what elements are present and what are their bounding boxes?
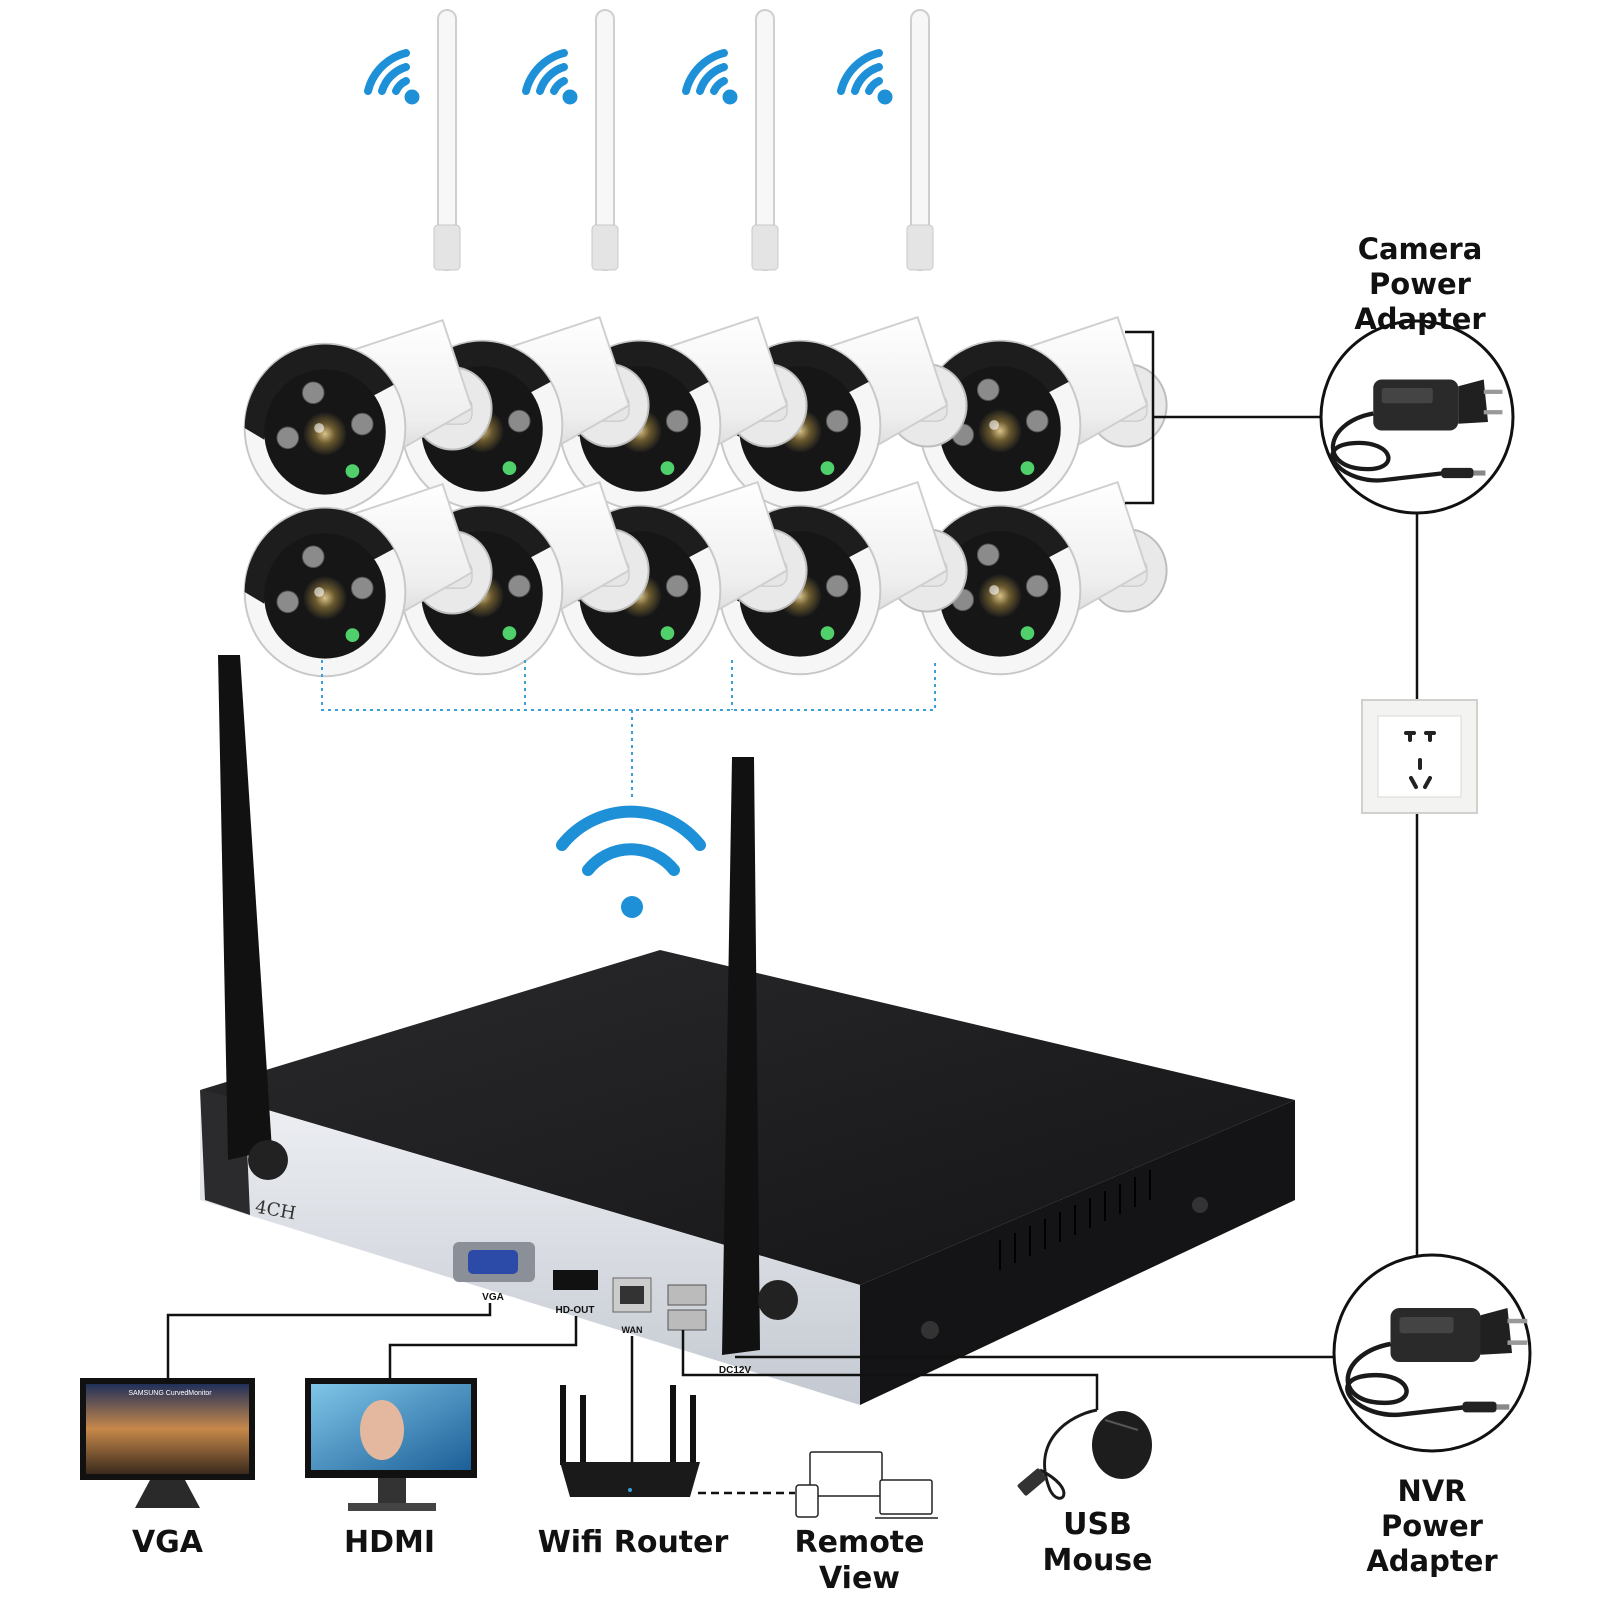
antenna-icon bbox=[722, 757, 798, 1355]
usb-mouse-label: USB Mouse bbox=[1042, 1507, 1153, 1578]
phone-icon bbox=[795, 1484, 819, 1518]
hdmi-port: HD-OUT bbox=[553, 1270, 598, 1316]
camera-power-bracket bbox=[1125, 330, 1322, 505]
laptop-icon bbox=[809, 1451, 883, 1497]
wall-socket-icon bbox=[1361, 699, 1478, 814]
camera-antennas bbox=[433, 9, 934, 271]
usb-ports bbox=[667, 1284, 707, 1331]
remote-view-label: Remote View bbox=[794, 1525, 925, 1596]
vga-monitor: SAMSUNG CurvedMonitor bbox=[80, 1378, 255, 1508]
nvr-power-adapter bbox=[1332, 1253, 1532, 1453]
antenna-icon bbox=[218, 655, 288, 1180]
svg-text:DC12V: DC12V bbox=[719, 1365, 752, 1376]
camera-power-adapter bbox=[1319, 319, 1515, 515]
hdmi-monitor bbox=[305, 1378, 477, 1511]
laptop-icon bbox=[879, 1479, 933, 1515]
camera-array bbox=[243, 9, 1168, 678]
camera-power-adapter-label: Camera Power Adapter bbox=[1354, 232, 1486, 336]
wan-port: WAN bbox=[612, 1277, 652, 1335]
wifi-icon bbox=[556, 805, 706, 918]
router-icon bbox=[560, 1385, 700, 1497]
vga-port: VGA bbox=[453, 1242, 535, 1303]
remote-view-devices bbox=[795, 1451, 938, 1519]
vga-label: VGA bbox=[131, 1525, 204, 1560]
wifi-icon bbox=[368, 53, 419, 104]
nvr-output-lines bbox=[166, 1303, 1335, 1490]
dc-power-port: DC12V bbox=[719, 1365, 752, 1376]
hdmi-label: HDMI bbox=[343, 1525, 436, 1560]
wifi-router-label: Wifi Router bbox=[537, 1525, 729, 1560]
svg-text:HD-OUT: HD-OUT bbox=[556, 1305, 595, 1316]
wifi-icon bbox=[526, 53, 577, 104]
nvr-power-adapter-label: NVR Power Adapter bbox=[1366, 1474, 1498, 1578]
svg-text:SAMSUNG CurvedMonitor: SAMSUNG CurvedMonitor bbox=[128, 1390, 212, 1397]
svg-text:WAN: WAN bbox=[622, 1325, 643, 1335]
mouse-icon bbox=[1017, 1408, 1152, 1500]
wifi-icon bbox=[686, 53, 737, 104]
svg-text:VGA: VGA bbox=[482, 1292, 504, 1303]
wifi-icon bbox=[841, 53, 892, 104]
camera-dotted-connector bbox=[321, 660, 936, 800]
